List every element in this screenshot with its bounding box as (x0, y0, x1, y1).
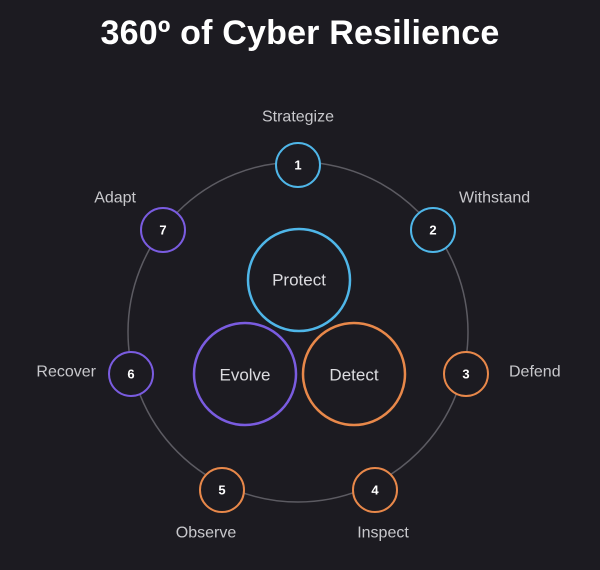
step-1-label: Strategize (262, 109, 334, 126)
core-detect-label: Detect (329, 366, 378, 385)
step-2-circle (410, 207, 456, 253)
core-evolve-label: Evolve (219, 366, 270, 385)
step-4-number: 4 (371, 483, 379, 498)
step-5-label: Observe (176, 525, 237, 542)
page-title: 360º of Cyber Resilience (100, 14, 500, 52)
step-4-label: Inspect (357, 525, 409, 542)
step-5: 5 Observe (176, 467, 245, 542)
step-2: 2 Withstand (410, 190, 530, 253)
step-7-label: Adapt (94, 190, 136, 207)
step-3-label: Defend (509, 364, 561, 381)
step-7-circle (140, 207, 186, 253)
step-5-number: 5 (218, 483, 225, 498)
core-protect-circle (246, 227, 352, 333)
step-5-circle (199, 467, 245, 513)
step-1-number: 1 (294, 158, 301, 173)
step-6-circle (108, 351, 154, 397)
step-6-label: Recover (36, 364, 96, 381)
step-3-circle (443, 351, 489, 397)
step-7: 7 Adapt (94, 190, 186, 253)
core-detect: Detect (301, 321, 407, 427)
step-1-circle (275, 142, 321, 188)
step-6: 6 Recover (36, 351, 154, 397)
step-3: 3 Defend (443, 351, 561, 397)
step-6-number: 6 (127, 367, 134, 382)
step-2-number: 2 (429, 223, 436, 238)
core-evolve-circle (192, 321, 298, 427)
core-protect: Protect (246, 227, 352, 333)
core-detect-circle (301, 321, 407, 427)
step-7-number: 7 (159, 223, 166, 238)
step-1: 1 Strategize (262, 109, 334, 188)
step-4: 4 Inspect (352, 467, 409, 542)
core-protect-label: Protect (272, 271, 326, 290)
step-2-label: Withstand (459, 190, 530, 207)
step-3-number: 3 (462, 367, 469, 382)
step-4-circle (352, 467, 398, 513)
core-evolve: Evolve (192, 321, 298, 427)
